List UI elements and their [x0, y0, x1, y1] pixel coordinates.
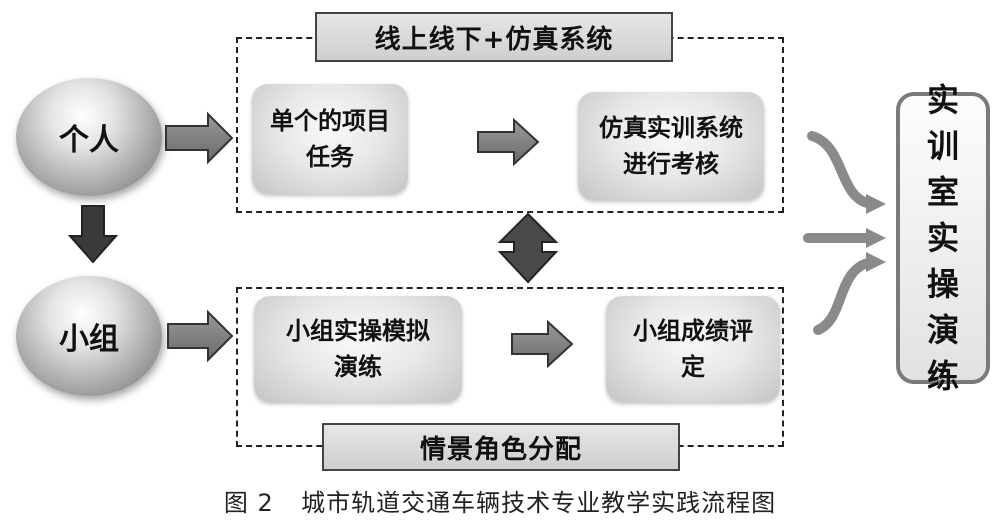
arrow-project-to-assessment-icon	[477, 117, 540, 167]
group-sphere: 小组	[16, 276, 162, 396]
individual-sphere: 个人	[16, 78, 162, 196]
single-project-line1: 单个的项目	[270, 107, 390, 135]
single-project-line2: 任务	[306, 143, 354, 171]
curve-arrow-bottom-head-icon	[866, 252, 886, 272]
caption-text: 城市轨道交通车辆技术专业教学实践流程图	[301, 489, 777, 517]
training-room-line3: 操演	[926, 265, 959, 349]
double-arrow-icon	[497, 212, 559, 284]
training-room-line4: 练	[926, 357, 959, 395]
arrow-sim-to-grade-icon	[511, 319, 574, 369]
group-label: 小组	[59, 322, 119, 357]
group-sim-node: 小组实操模拟 演练	[254, 296, 462, 402]
sim-assessment-node: 仿真实训系统 进行考核	[578, 92, 764, 200]
single-project-node: 单个的项目 任务	[252, 84, 408, 194]
sim-assessment-line1: 仿真实训系统	[599, 114, 743, 142]
caption-figure-number: 图 2	[223, 489, 274, 517]
straight-arrow-middle-head-icon	[866, 228, 886, 248]
group-grade-line2: 定	[681, 353, 705, 381]
sim-assessment-line2: 进行考核	[623, 150, 719, 178]
training-room-box: 实训 室实 操演 练	[896, 81, 990, 395]
individual-label: 个人	[59, 123, 119, 158]
curve-arrow-top-head-icon	[866, 194, 886, 214]
online-offline-label: 线上线下+仿真系统	[315, 12, 673, 62]
arrow-individual-to-group-icon	[67, 205, 119, 264]
scenario-role-label: 情景角色分配	[322, 423, 680, 471]
training-room-line1: 实训	[926, 81, 959, 165]
arrow-group-to-sim-icon	[167, 309, 234, 363]
curve-arrow-bottom-icon	[813, 257, 877, 335]
figure-caption: 图 2 城市轨道交通车辆技术专业教学实践流程图	[0, 483, 1000, 518]
curve-arrow-top-icon	[807, 131, 877, 209]
group-grade-node: 小组成绩评 定	[606, 296, 780, 402]
training-room-line2: 室实	[926, 173, 959, 257]
arrow-individual-to-project-icon	[165, 111, 234, 165]
group-grade-line1: 小组成绩评	[633, 317, 753, 345]
group-sim-line1: 小组实操模拟	[286, 317, 430, 345]
group-sim-line2: 演练	[334, 353, 382, 381]
